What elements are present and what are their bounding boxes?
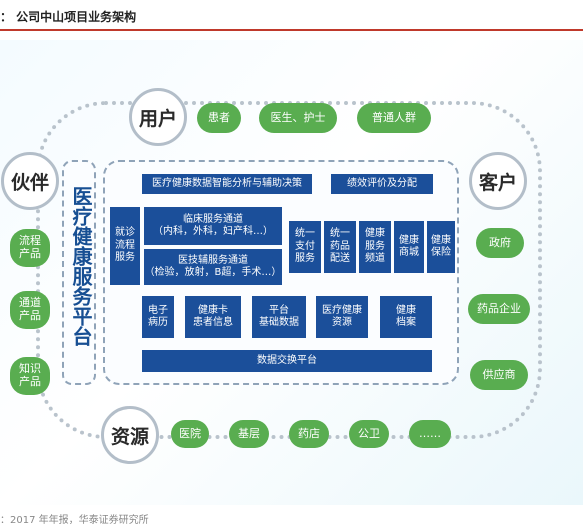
- module-clinical: 临床服务通道 （内科，外科，妇产科…）: [144, 207, 282, 245]
- partner-item: 知识 产品: [10, 357, 50, 395]
- module-payment: 统一 支付 服务: [289, 221, 321, 273]
- module-referral: 就诊 流程 服务: [110, 207, 140, 285]
- node-user: 用户: [129, 88, 187, 146]
- module-mall: 健康 商城: [394, 221, 424, 273]
- module-health-card: 健康卡 患者信息: [185, 296, 241, 338]
- node-partner: 伙伴: [1, 152, 59, 210]
- resource-item: ……: [409, 420, 451, 448]
- customer-item: 药品企业: [468, 294, 530, 324]
- module-medtech: 医技辅服务通道 （检验，放射，B超，手术…）: [144, 249, 282, 285]
- module-records: 健康 档案: [380, 296, 432, 338]
- module-insurance: 健康 保险: [427, 221, 455, 273]
- user-item: 普通人群: [357, 103, 431, 133]
- module-resources: 医疗健康 资源: [316, 296, 368, 338]
- resource-item: 医院: [171, 420, 209, 448]
- platform-name: 医疗健康服务平台: [69, 186, 93, 346]
- partner-item: 流程 产品: [10, 229, 50, 267]
- title-divider: [0, 29, 583, 31]
- module-analytics: 医疗健康数据智能分析与辅助决策: [142, 174, 312, 194]
- customer-item: 政府: [476, 228, 524, 258]
- partner-item: 通道 产品: [10, 291, 50, 329]
- page-title: ： 公司中山项目业务架构: [0, 10, 137, 24]
- module-performance: 绩效评价及分配: [331, 174, 433, 194]
- user-item: 患者: [197, 103, 241, 133]
- resource-item: 基层: [229, 420, 269, 448]
- module-data-exchange: 数据交换平台: [142, 350, 432, 372]
- resource-item: 药店: [289, 420, 329, 448]
- platform-name-frame: [62, 160, 96, 385]
- module-emr: 电子 病历: [142, 296, 174, 338]
- module-health-channel: 健康 服务 频道: [359, 221, 391, 273]
- module-pharmacy: 统一 药品 配送: [324, 221, 356, 273]
- user-item: 医生、护士: [259, 103, 337, 133]
- resource-item: 公卫: [349, 420, 389, 448]
- source-note: ：2017 年年报，华泰证券研究所: [0, 515, 149, 526]
- module-platform-data: 平台 基础数据: [252, 296, 306, 338]
- customer-item: 供应商: [470, 360, 528, 390]
- node-customer: 客户: [469, 152, 527, 210]
- node-resource: 资源: [101, 406, 159, 464]
